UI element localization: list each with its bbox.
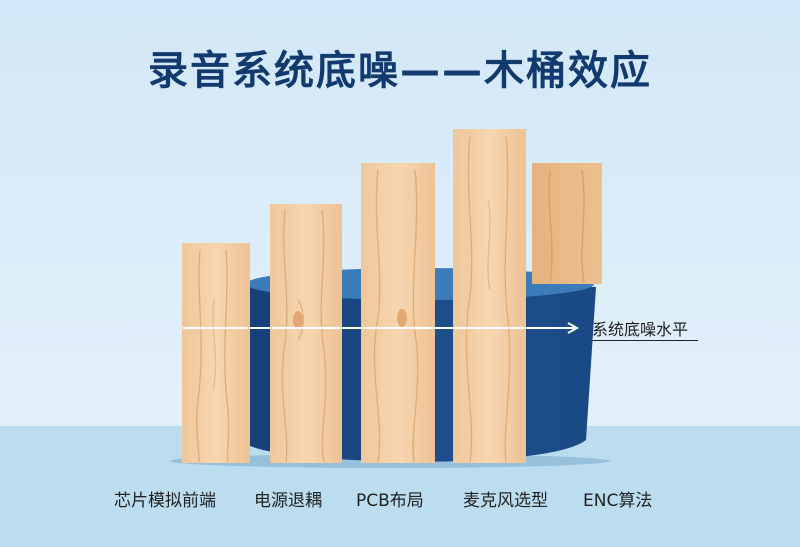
noise-level-arrow	[183, 322, 580, 334]
stave-label-chip-frontend: 芯片模拟前端	[114, 491, 216, 511]
stave-label-mic-selection: 麦克风选型	[463, 491, 548, 511]
noise-level-label: 系统底噪水平	[592, 320, 689, 339]
noise-level-underline	[592, 340, 698, 341]
stave-label-power-decoupling: 电源退耦	[254, 491, 322, 511]
stave-label-enc-algorithm: ENC算法	[583, 491, 653, 511]
stave-power-decoupling	[270, 204, 342, 463]
stave-mic-selection	[453, 129, 526, 463]
stave-enc-algorithm	[532, 163, 602, 284]
stave-pcb-layout	[361, 163, 435, 463]
stave-chip-frontend	[182, 243, 250, 463]
page-title: 录音系统底噪——木桶效应	[148, 48, 652, 94]
stave-label-pcb-layout: PCB布局	[356, 491, 424, 511]
